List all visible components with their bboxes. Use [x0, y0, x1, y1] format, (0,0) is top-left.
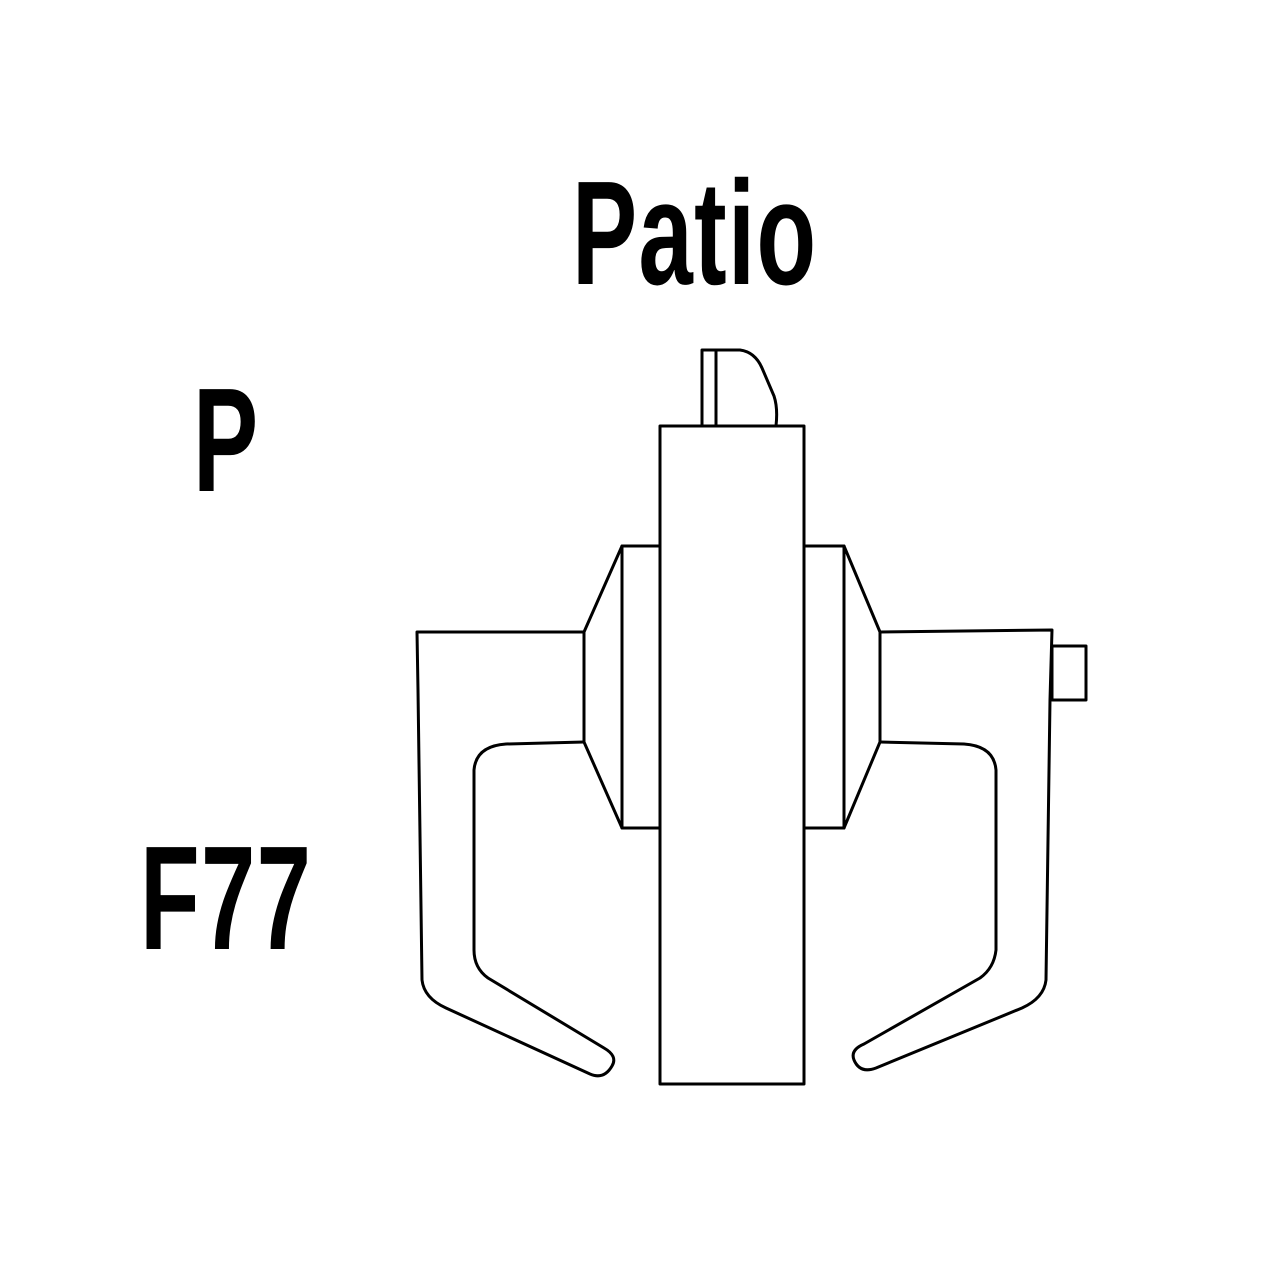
right-lever-icon	[851, 628, 1054, 1072]
model-code: F77	[140, 816, 313, 981]
function-code: P	[193, 358, 259, 523]
function-title: Patio	[572, 151, 818, 316]
left-rose-icon	[582, 544, 662, 830]
latch-bolt-icon	[700, 348, 779, 428]
left-lever-icon	[415, 630, 616, 1078]
turn-button-icon	[1050, 644, 1088, 702]
right-rose-icon	[802, 544, 882, 830]
door-edge	[658, 424, 806, 1086]
